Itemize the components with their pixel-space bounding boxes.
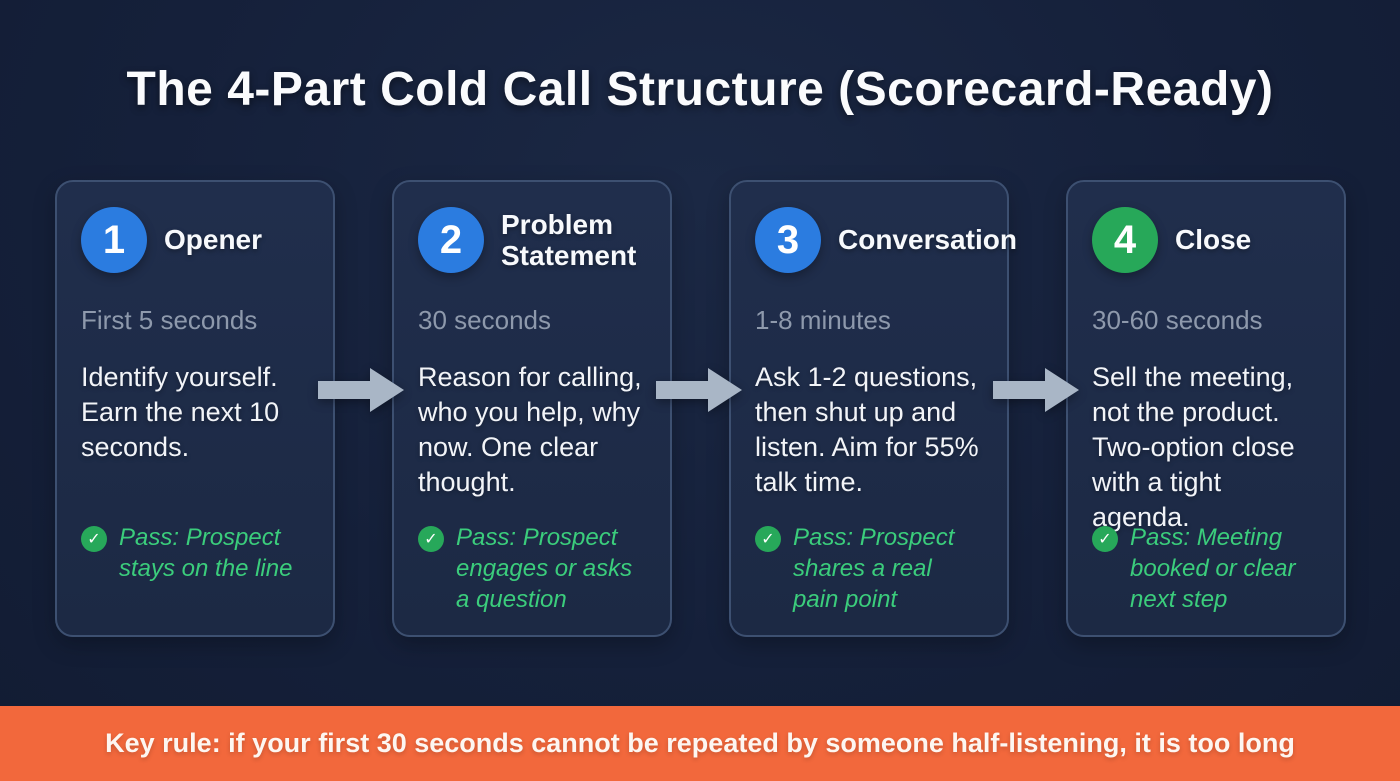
right-arrow-icon	[318, 368, 404, 412]
step-2-badge: 2	[418, 207, 484, 273]
step-card-header: 3 Conversation	[755, 207, 1017, 273]
step-duration: 30-60 seconds	[1092, 305, 1263, 335]
step-description: Identify yourself. Earn the next 10 seco…	[81, 362, 280, 463]
steps-row: 1 Opener First 5 seconds Identify yourse…	[55, 180, 1346, 637]
step-1-badge: 1	[81, 207, 147, 273]
step-number: 1	[102, 217, 126, 262]
step-card-opener: 1 Opener First 5 seconds Identify yourse…	[55, 180, 335, 637]
check-circle-icon: ✓	[418, 526, 444, 552]
right-arrow-icon	[656, 368, 742, 412]
check-circle-icon: ✓	[1092, 526, 1118, 552]
pass-text: Pass: Prospect engages or asks a questio…	[456, 524, 633, 614]
step-duration: 1-8 minutes	[755, 305, 891, 335]
step-description: Sell the meeting, not the product. Two-o…	[1092, 362, 1295, 533]
step-card-header: 1 Opener	[81, 207, 309, 273]
step-4-badge: 4	[1092, 207, 1158, 273]
step-title: Conversation	[838, 224, 1017, 256]
check-circle-icon: ✓	[81, 526, 107, 552]
step-card-problem-statement: 2 Problem Statement 30 seconds Reason fo…	[392, 180, 672, 637]
step-description: Ask 1-2 questions, then shut up and list…	[755, 362, 979, 498]
pass-criteria: ✓ Pass: Meeting booked or clear next ste…	[1092, 522, 1320, 616]
key-rule-text: Key rule: if your first 30 seconds canno…	[105, 728, 1295, 758]
pass-criteria: ✓ Pass: Prospect stays on the line	[81, 522, 309, 584]
step-number: 4	[1113, 217, 1137, 262]
check-circle-icon: ✓	[755, 526, 781, 552]
step-card-close: 4 Close 30-60 seconds Sell the meeting, …	[1066, 180, 1346, 637]
step-title: Problem Statement	[501, 208, 637, 271]
step-number: 3	[776, 217, 800, 262]
step-title: Opener	[164, 224, 263, 256]
step-card-header: 2 Problem Statement	[418, 207, 646, 273]
step-duration: First 5 seconds	[81, 305, 258, 335]
step-description: Reason for calling, who you help, why no…	[418, 362, 642, 498]
step-title: Close	[1175, 224, 1252, 256]
step-card-header: 4 Close	[1092, 207, 1320, 273]
pass-text: Pass: Prospect stays on the line	[119, 524, 293, 583]
pass-text: Pass: Prospect shares a real pain point	[793, 524, 955, 614]
pass-text: Pass: Meeting booked or clear next step	[1130, 524, 1296, 614]
step-duration: 30 seconds	[418, 305, 551, 335]
step-card-conversation: 3 Conversation 1-8 minutes Ask 1-2 quest…	[729, 180, 1017, 637]
step-number: 2	[439, 217, 463, 262]
pass-criteria: ✓ Pass: Prospect engages or asks a quest…	[418, 522, 646, 616]
key-rule-banner: Key rule: if your first 30 seconds canno…	[0, 706, 1400, 781]
step-3-badge: 3	[755, 207, 821, 273]
page-title: The 4-Part Cold Call Structure (Scorecar…	[126, 63, 1274, 116]
right-arrow-icon	[993, 368, 1079, 412]
pass-criteria: ✓ Pass: Prospect shares a real pain poin…	[755, 522, 983, 616]
